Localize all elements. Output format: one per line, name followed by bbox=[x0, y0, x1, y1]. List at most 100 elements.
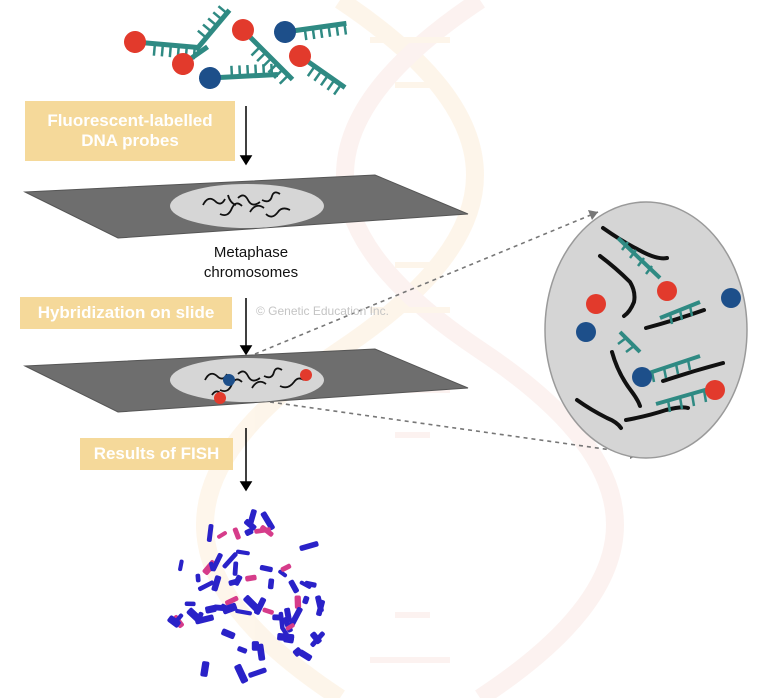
karyotype-chromosome bbox=[316, 599, 325, 617]
red-fluorophore bbox=[657, 281, 677, 301]
fish-karyotype-result bbox=[167, 509, 325, 684]
red-fluorophore bbox=[289, 45, 311, 67]
slide-hybridized bbox=[23, 348, 469, 413]
karyotype-chromosome bbox=[244, 528, 254, 536]
karyotype-chromosome bbox=[260, 511, 275, 531]
karyotype-chromosome bbox=[194, 614, 214, 625]
probes-label-line2: DNA probes bbox=[81, 131, 179, 150]
blue-fluorophore bbox=[721, 288, 741, 308]
red-signal bbox=[214, 392, 226, 404]
karyotype-chromosome bbox=[294, 595, 302, 609]
karyotype-chromosome bbox=[288, 579, 299, 594]
hybridization-label-box: Hybridization on slide bbox=[20, 297, 232, 329]
karyotype-chromosome bbox=[221, 602, 238, 615]
karyotype-chromosome bbox=[235, 608, 252, 616]
karyotype-chromosome bbox=[243, 595, 261, 613]
karyotype-chromosome bbox=[259, 564, 273, 573]
karyotype-chromosome bbox=[206, 523, 214, 542]
red-fluorophore bbox=[705, 380, 725, 400]
karyotype-chromosome bbox=[186, 607, 202, 623]
karyotype-chromosome bbox=[200, 661, 210, 677]
karyotype-chromosome bbox=[280, 563, 292, 572]
blue-fluorophore bbox=[199, 67, 221, 89]
probe-3 bbox=[172, 44, 210, 75]
hybridized-spread bbox=[170, 358, 324, 402]
dna-helix-background bbox=[196, 0, 624, 698]
chromosomes bbox=[202, 191, 291, 218]
probe-6 bbox=[289, 45, 347, 96]
probe-1 bbox=[124, 31, 197, 60]
probe-4 bbox=[232, 19, 295, 85]
karyotype-chromosome bbox=[278, 569, 288, 578]
karyotype-chromosome bbox=[302, 595, 310, 605]
karyotype-chromosome bbox=[289, 606, 303, 626]
karyotype-chromosome bbox=[304, 580, 317, 588]
karyotype-chromosome bbox=[248, 667, 267, 678]
karyotype-chromosome bbox=[221, 628, 236, 640]
target-dna-strand bbox=[661, 361, 725, 383]
karyotype-chromosome bbox=[262, 607, 274, 615]
karyotype-chromosome bbox=[235, 549, 250, 556]
karyotype-chromosome bbox=[222, 552, 238, 569]
karyotype-chromosome bbox=[197, 580, 215, 592]
probes-label-line1: Fluorescent-labelled bbox=[47, 111, 213, 131]
karyotype-chromosome bbox=[285, 623, 295, 631]
karyotype-chromosome bbox=[278, 611, 285, 629]
karyotype-chromosome bbox=[251, 641, 259, 651]
karyotype-chromosome bbox=[234, 663, 249, 684]
results-label-box: Results of FISH bbox=[80, 438, 233, 470]
karyotype-chromosome bbox=[184, 601, 196, 607]
probes-label-box: Fluorescent-labelled DNA probes bbox=[25, 101, 235, 161]
karyotype-chromosome bbox=[245, 574, 257, 582]
target-dna-strand bbox=[610, 350, 642, 408]
blue-fluorophore bbox=[576, 322, 596, 342]
red-signal bbox=[300, 369, 312, 381]
results-label: Results of FISH bbox=[93, 444, 220, 464]
karyotype-chromosome bbox=[225, 596, 239, 606]
red-fluorophore bbox=[586, 294, 606, 314]
karyotype-chromosome bbox=[254, 527, 271, 534]
target-dna-strand bbox=[624, 405, 690, 422]
metaphase-label-line1: Metaphase bbox=[213, 244, 289, 261]
slide-metaphase bbox=[23, 174, 469, 239]
karyotype-chromosome bbox=[178, 559, 184, 572]
hybridization-label: Hybridization on slide bbox=[37, 303, 215, 323]
target-dna-strand bbox=[575, 398, 623, 430]
karyotype-chromosome bbox=[172, 613, 184, 626]
zoom-inset bbox=[544, 201, 748, 459]
red-fluorophore bbox=[232, 19, 254, 41]
karyotype-chromosome bbox=[210, 553, 223, 572]
karyotype-chromosome bbox=[299, 541, 319, 551]
blue-fluorophore bbox=[632, 367, 652, 387]
karyotype-chromosome bbox=[292, 647, 303, 657]
target-dna-strand bbox=[601, 226, 669, 261]
probe-7 bbox=[199, 63, 279, 89]
karyotype-chromosome bbox=[228, 578, 239, 586]
karyotype-chromosome bbox=[310, 631, 325, 647]
red-fluorophore bbox=[124, 31, 146, 53]
metaphase-label: Metaphase chromosomes bbox=[190, 243, 312, 282]
watermark: © Genetic Education Inc. bbox=[256, 304, 389, 318]
karyotype-chromosome bbox=[277, 633, 295, 642]
karyotype-chromosome bbox=[195, 573, 201, 583]
blue-fluorophore bbox=[274, 21, 296, 43]
karyotype-chromosome bbox=[280, 625, 290, 638]
target-dna-strand bbox=[598, 254, 637, 318]
flow-arrows bbox=[239, 106, 253, 492]
karyotype-chromosome bbox=[267, 578, 275, 590]
karyotype-chromosome bbox=[237, 646, 248, 654]
blue-signal bbox=[223, 374, 235, 386]
karyotype-chromosome bbox=[217, 531, 228, 539]
metaphase-spread bbox=[170, 184, 324, 228]
probe-cluster bbox=[124, 5, 348, 96]
karyotype-chromosome bbox=[232, 527, 241, 540]
karyotype-chromosome bbox=[211, 575, 222, 592]
red-fluorophore bbox=[172, 53, 194, 75]
probe-2 bbox=[194, 5, 232, 52]
metaphase-label-line2: chromosomes bbox=[203, 263, 299, 281]
karyotype-chromosome bbox=[247, 509, 257, 528]
karyotype-chromosome bbox=[232, 561, 239, 576]
probe-5 bbox=[274, 20, 348, 43]
target-dna-strand bbox=[644, 308, 706, 330]
